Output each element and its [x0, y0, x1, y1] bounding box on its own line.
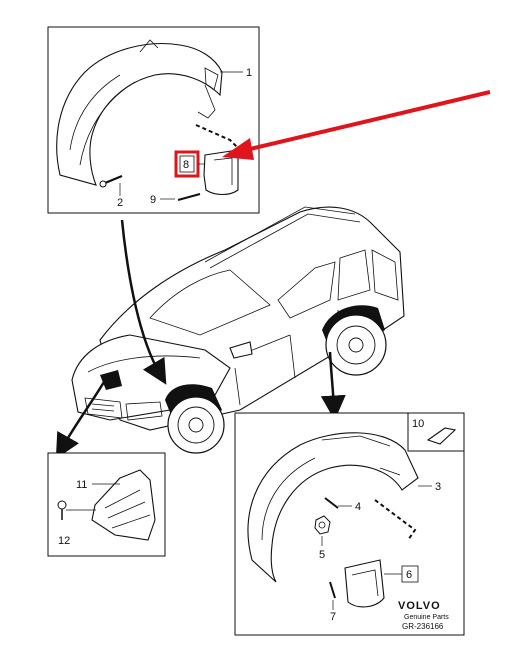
callout-2: 2	[117, 197, 123, 209]
callout-10: 10	[412, 418, 424, 430]
front-shield-part	[91, 469, 156, 541]
callout-1: 1	[246, 67, 252, 79]
screw-7-icon	[329, 581, 336, 599]
callout-8: 8	[183, 159, 189, 171]
front-liner-detail-panel: 2 1 9 8	[47, 26, 260, 214]
callout-6: 6	[406, 569, 412, 581]
callout-12: 12	[58, 535, 70, 547]
callout-7: 7	[330, 611, 336, 623]
clip-12-icon	[57, 500, 96, 520]
nut-5-icon	[314, 515, 331, 535]
brand-subtitle: Genuine Parts	[404, 614, 449, 621]
screw-9-icon	[177, 193, 201, 201]
callout-4: 4	[355, 501, 361, 513]
rear-mud-flap	[344, 559, 385, 608]
callout-3: 3	[435, 481, 441, 493]
figure-code: GR-236166	[402, 622, 444, 631]
pad-10-icon	[426, 427, 457, 445]
detail-leaders	[55, 219, 346, 459]
callout-5: 5	[319, 549, 325, 561]
screw-4-icon	[324, 497, 339, 509]
callout-11: 11	[76, 479, 87, 491]
red-pointer-arrow	[222, 90, 491, 160]
car-illustration	[71, 206, 405, 454]
engine-shield-detail-panel: 11 12	[47, 452, 166, 557]
rear-liner-detail-panel: 10 3 4 5 6 7	[234, 412, 465, 636]
screw-2-icon	[99, 174, 123, 188]
callout-9: 9	[150, 194, 156, 206]
front-mud-flap	[203, 149, 239, 196]
rear-wheel-arch-liner	[247, 432, 419, 583]
brand-logo: VOLVO	[398, 600, 441, 612]
